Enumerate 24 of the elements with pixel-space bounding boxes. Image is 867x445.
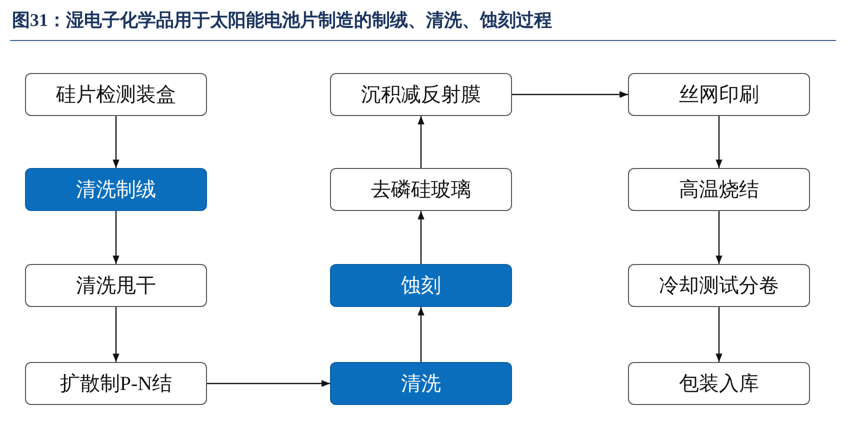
arrow xyxy=(512,91,628,98)
arrow xyxy=(418,116,424,168)
process-box: 沉积减反射膜 xyxy=(330,73,512,116)
arrow xyxy=(716,116,722,168)
arrow xyxy=(112,307,120,362)
process-box: 丝网印刷 xyxy=(628,73,810,116)
arrow xyxy=(716,211,722,264)
arrow xyxy=(418,307,424,362)
process-box: 清洗 xyxy=(330,362,512,405)
process-box: 扩散制P-N结 xyxy=(25,362,207,405)
arrow xyxy=(112,211,120,264)
process-box: 去磷硅玻璃 xyxy=(330,168,512,211)
figure-title: 图31：湿电子化学品用于太阳能电池片制造的制绒、清洗、蚀刻过程 xyxy=(12,9,552,32)
arrow xyxy=(112,116,120,168)
arrow xyxy=(207,380,330,387)
process-box: 清洗甩干 xyxy=(25,264,207,307)
process-box: 高温烧结 xyxy=(628,168,810,211)
process-box: 清洗制绒 xyxy=(25,168,207,211)
process-box: 包装入库 xyxy=(628,362,810,405)
process-box: 硅片检测装盒 xyxy=(25,73,207,116)
process-box: 蚀刻 xyxy=(330,264,512,307)
arrow xyxy=(418,211,424,264)
arrow xyxy=(716,307,722,362)
process-box: 冷却测试分卷 xyxy=(628,264,810,307)
